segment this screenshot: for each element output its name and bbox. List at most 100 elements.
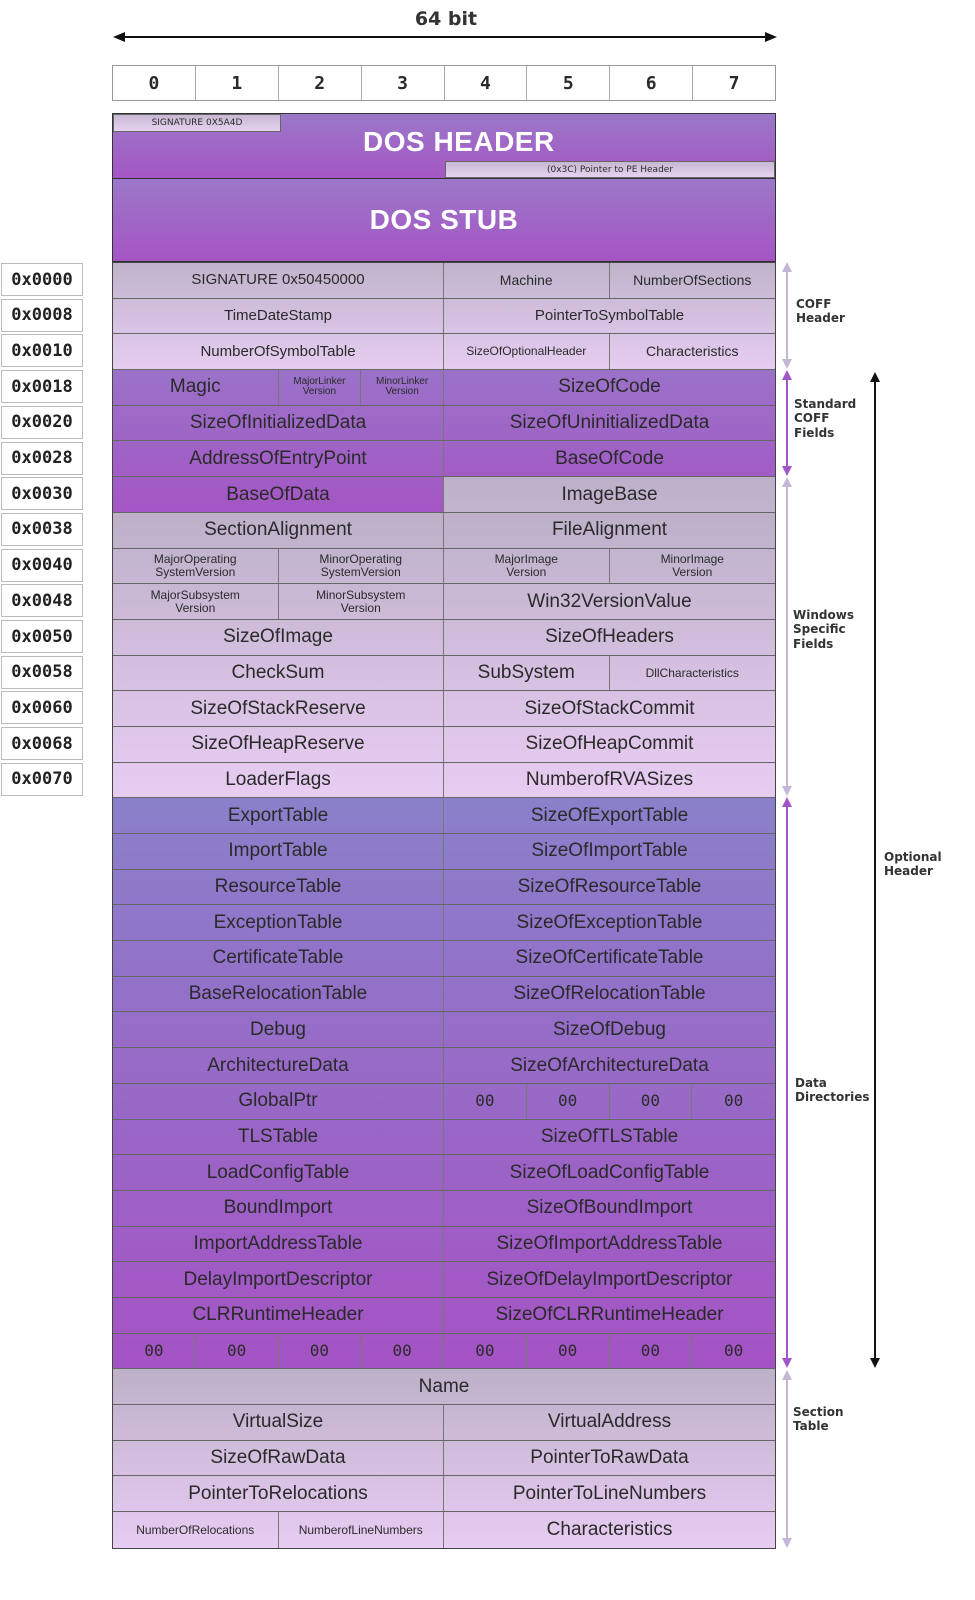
field-sizeofarchitecturedata: SizeOfArchitectureData <box>444 1048 775 1083</box>
field-00: 00 <box>195 1333 279 1369</box>
field-baserelocationtable: BaseRelocationTable <box>113 976 444 1012</box>
field-sizeofheapreserve: SizeOfHeapReserve <box>113 726 444 762</box>
section-table-arrow-icon <box>782 1370 792 1548</box>
field-virtualaddress: VirtualAddress <box>444 1405 775 1440</box>
field-00: 00 <box>113 1333 196 1369</box>
field-sectionalignment: SectionAlignment <box>113 512 444 548</box>
field-00: 00 <box>361 1333 444 1369</box>
offset-label: 0x0070 <box>1 762 83 796</box>
field-signature-0x50450000: SIGNATURE 0x50450000 <box>113 263 444 298</box>
width-arrow-icon <box>113 32 777 42</box>
field-pointertorawdata: PointerToRawData <box>444 1440 775 1476</box>
field-00: 00 <box>444 1083 527 1119</box>
field-majorlinker-version: MajorLinker Version <box>278 370 362 405</box>
offset-label: 0x0058 <box>1 655 83 689</box>
offset-label: 0x0060 <box>1 691 83 725</box>
dos-stub-title: DOS STUB <box>369 204 519 235</box>
offset-label: 0x0018 <box>1 370 83 404</box>
coff-annotation: COFF Header <box>796 297 845 326</box>
field-imagebase: ImageBase <box>444 477 775 512</box>
field-sizeofloadconfigtable: SizeOfLoadConfigTable <box>444 1155 775 1190</box>
field-00: 00 <box>692 1083 775 1119</box>
field-characteristics: Characteristics <box>609 334 775 370</box>
field-checksum: CheckSum <box>113 655 444 691</box>
windows-annotation: Windows Specific Fields <box>793 608 854 651</box>
offset-label: 0x0028 <box>1 441 83 475</box>
field-numberofsections: NumberOfSections <box>609 263 775 298</box>
field-sizeofimage: SizeOfImage <box>113 619 444 655</box>
field-numberoflinenumbers: NumberofLineNumbers <box>278 1512 444 1548</box>
field-numberofsymboltable: NumberOfSymbolTable <box>113 334 444 370</box>
field-sizeoftlstable: SizeOfTLSTable <box>444 1119 775 1155</box>
field-dllcharacteristics: DllCharacteristics <box>609 655 775 691</box>
field-sizeofdebug: SizeOfDebug <box>444 1012 775 1048</box>
field-00: 00 <box>278 1333 362 1369</box>
byte-column-0: 0 <box>113 66 196 100</box>
field-sizeofheapcommit: SizeOfHeapCommit <box>444 726 775 762</box>
optional-header-arrow-icon <box>870 372 880 1368</box>
field-sizeofcode: SizeOfCode <box>444 370 775 405</box>
dos-stub: DOS STUB <box>112 179 776 262</box>
offset-label: 0x0048 <box>1 584 83 618</box>
field-tlstable: TLSTable <box>113 1119 444 1155</box>
field-characteristics: Characteristics <box>444 1512 775 1548</box>
width-label: 64 bit <box>414 8 478 30</box>
field-resourcetable: ResourceTable <box>113 869 444 905</box>
field-sizeofrelocationtable: SizeOfRelocationTable <box>444 976 775 1012</box>
field-subsystem: SubSystem <box>444 655 610 691</box>
field-majorsubsystem-version: MajorSubsystem Version <box>113 584 279 619</box>
field-sizeofresourcetable: SizeOfResourceTable <box>444 869 775 905</box>
mz-signature: SIGNATURE 0X5A4D <box>113 114 281 132</box>
field-numberofrvasizes: NumberofRVASizes <box>444 762 775 798</box>
field-architecturedata: ArchitectureData <box>113 1048 444 1083</box>
field-00: 00 <box>692 1333 775 1369</box>
field-sizeofinitializeddata: SizeOfInitializedData <box>113 405 444 441</box>
field-filealignment: FileAlignment <box>444 512 775 548</box>
field-pointertosymboltable: PointerToSymbolTable <box>444 298 775 334</box>
field-importaddresstable: ImportAddressTable <box>113 1226 444 1262</box>
field-sizeofboundimport: SizeOfBoundImport <box>444 1190 775 1226</box>
field-00: 00 <box>526 1333 610 1369</box>
field-majoroperating-systemversion: MajorOperating SystemVersion <box>113 548 279 584</box>
field-sizeofclrruntimeheader: SizeOfCLRRuntimeHeader <box>444 1297 775 1333</box>
field-timedatestamp: TimeDateStamp <box>113 298 444 334</box>
field-exceptiontable: ExceptionTable <box>113 905 444 941</box>
field-sizeofexporttable: SizeOfExportTable <box>444 798 775 833</box>
offset-label: 0x0050 <box>1 620 83 653</box>
field-loaderflags: LoaderFlags <box>113 762 444 798</box>
field-sizeofheaders: SizeOfHeaders <box>444 619 775 655</box>
offset-label: 0x0038 <box>1 512 83 546</box>
dos-header-title: DOS HEADER <box>363 126 555 157</box>
field-00: 00 <box>609 1333 693 1369</box>
field-minorsubsystem-version: MinorSubsystem Version <box>278 584 444 619</box>
field-certificatetable: CertificateTable <box>113 941 444 976</box>
byte-column-5: 5 <box>527 66 611 100</box>
byte-column-2: 2 <box>279 66 362 100</box>
standard-annotation: Standard COFF Fields <box>794 397 857 440</box>
table-row: Name <box>113 1369 775 1405</box>
field-pointertorelocations: PointerToRelocations <box>113 1476 444 1512</box>
field-sizeofoptionalheader: SizeOfOptionalHeader <box>444 334 610 370</box>
